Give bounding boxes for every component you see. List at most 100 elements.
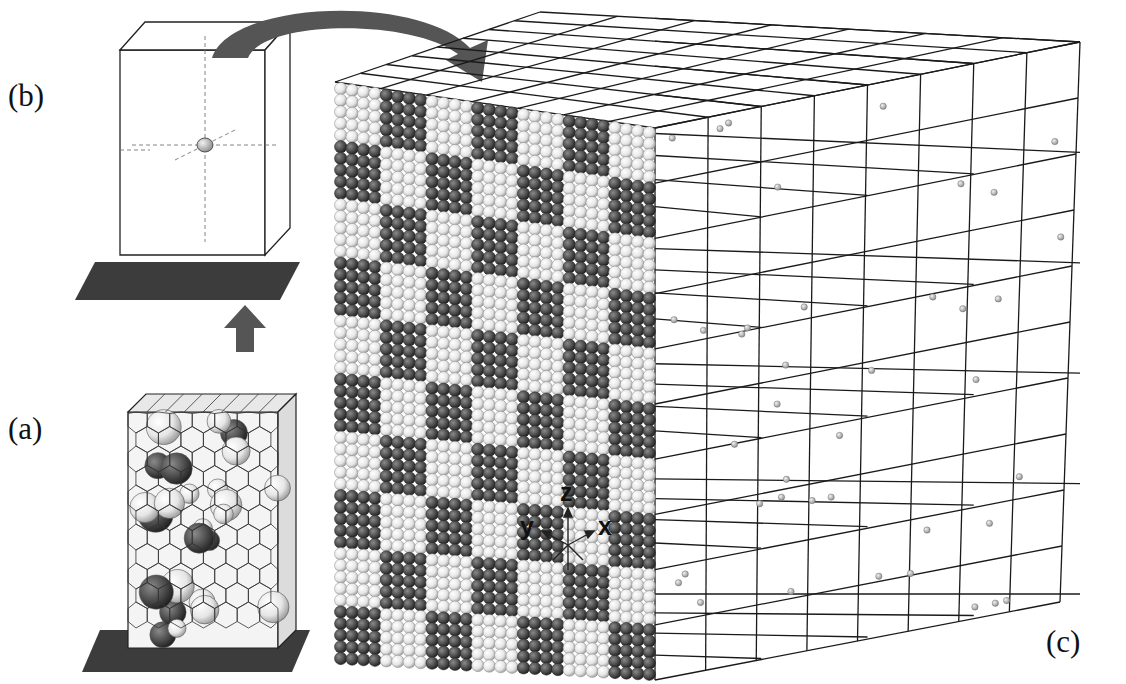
- lattice-particle: [449, 156, 461, 168]
- lattice-particle: [529, 121, 541, 133]
- lattice-particle: [563, 205, 575, 217]
- lattice-particle: [575, 564, 587, 576]
- lattice-particle: [495, 660, 507, 672]
- lattice-particle: [495, 151, 507, 163]
- lattice-particle: [632, 435, 644, 447]
- lattice-particle: [369, 215, 381, 227]
- lattice-particle: [369, 157, 381, 169]
- foam-cell-edge: [215, 412, 238, 433]
- lattice-particle: [506, 446, 518, 458]
- lattice-particle: [609, 622, 621, 634]
- lattice-particle: [643, 182, 655, 194]
- lattice-particle: [632, 258, 644, 270]
- lattice-particle: [369, 99, 381, 111]
- lattice-particle: [403, 368, 415, 380]
- lattice-particle: [506, 390, 518, 402]
- lattice-particle: [449, 418, 461, 430]
- lattice-particle: [495, 389, 507, 401]
- lattice-particle: [552, 596, 564, 608]
- lattice-particle: [575, 553, 587, 565]
- lattice-particle: [506, 220, 518, 232]
- lattice-particle: [643, 624, 655, 636]
- lattice-particle: [540, 280, 552, 292]
- foam-cell-edge: [203, 505, 226, 531]
- lattice-particle: [620, 667, 632, 679]
- lattice-particle: [483, 535, 495, 547]
- lattice-particle: [586, 408, 598, 420]
- lattice-wire: [655, 154, 1076, 238]
- lattice-particle: [643, 569, 655, 581]
- lattice-particle: [632, 324, 644, 336]
- lattice-particle: [540, 584, 552, 596]
- lattice-particle: [472, 511, 484, 523]
- lattice-particle: [437, 223, 449, 235]
- lattice-particle: [380, 597, 392, 609]
- foam-cell-edge: [248, 544, 271, 570]
- lattice-particle: [369, 504, 381, 516]
- lattice-particle: [632, 535, 644, 547]
- lattice-particle: [415, 105, 427, 117]
- lattice-particle: [609, 344, 621, 356]
- lattice-particle: [426, 462, 438, 474]
- lattice-particle: [403, 104, 415, 116]
- lattice-particle: [563, 328, 575, 340]
- lattice-particle: [403, 150, 415, 162]
- lattice-particle: [449, 144, 461, 156]
- foam-cell-edge: [158, 505, 181, 531]
- lattice-particle: [1052, 138, 1058, 144]
- lattice-particle: [517, 583, 529, 595]
- lattice-particle: [460, 135, 472, 147]
- lattice-particle: [597, 198, 609, 210]
- lattice-particle: [335, 234, 347, 246]
- lattice-particle: [506, 491, 518, 503]
- lattice-particle: [426, 600, 438, 612]
- lattice-particle: [415, 369, 427, 381]
- lattice-particle: [449, 612, 461, 624]
- lattice-particle: [483, 149, 495, 161]
- lattice-particle: [575, 474, 587, 486]
- lattice-particle: [495, 570, 507, 582]
- lattice-particle: [506, 367, 518, 379]
- lattice-particle: [403, 253, 415, 265]
- lattice-particle: [620, 168, 632, 180]
- lattice-particle: [357, 375, 369, 387]
- lattice-particle: [426, 313, 438, 325]
- lattice-particle: [460, 214, 472, 226]
- lattice-particle: [517, 458, 529, 470]
- lattice-particle: [597, 621, 609, 633]
- lattice-particle: [357, 526, 369, 538]
- foam-cell-edge: [215, 446, 238, 472]
- lattice-particle: [620, 534, 632, 546]
- foam-cell-edge: [226, 544, 249, 570]
- lattice-particle: [700, 327, 706, 333]
- lattice-particle: [506, 469, 518, 481]
- lattice-particle: [472, 227, 484, 239]
- lattice-particle: [426, 382, 438, 394]
- lattice-particle: [586, 620, 598, 632]
- lattice-particle: [632, 191, 644, 203]
- lattice-particle: [449, 658, 461, 670]
- lattice-particle: [620, 456, 632, 468]
- lattice-particle: [380, 262, 392, 274]
- lattice-particle: [357, 97, 369, 109]
- lattice-particle: [620, 245, 632, 257]
- lattice-wire: [540, 12, 1080, 42]
- lattice-particle: [460, 294, 472, 306]
- lattice-particle: [380, 366, 392, 378]
- lattice-particle: [552, 585, 564, 597]
- lattice-particle: [506, 197, 518, 209]
- lattice-particle: [369, 388, 381, 400]
- lattice-particle: [643, 160, 655, 172]
- lattice-particle: [426, 474, 438, 486]
- lattice-particle: [597, 465, 609, 477]
- lattice-particle: [517, 639, 529, 651]
- lattice-particle: [449, 384, 461, 396]
- lattice-particle: [403, 380, 415, 392]
- lattice-particle: [380, 285, 392, 297]
- lattice-particle: [437, 566, 449, 578]
- lattice-particle: [472, 136, 484, 148]
- lattice-particle: [620, 389, 632, 401]
- lattice-particle: [643, 436, 655, 448]
- foam-cell-edge: [226, 583, 249, 609]
- lattice-particle: [632, 291, 644, 303]
